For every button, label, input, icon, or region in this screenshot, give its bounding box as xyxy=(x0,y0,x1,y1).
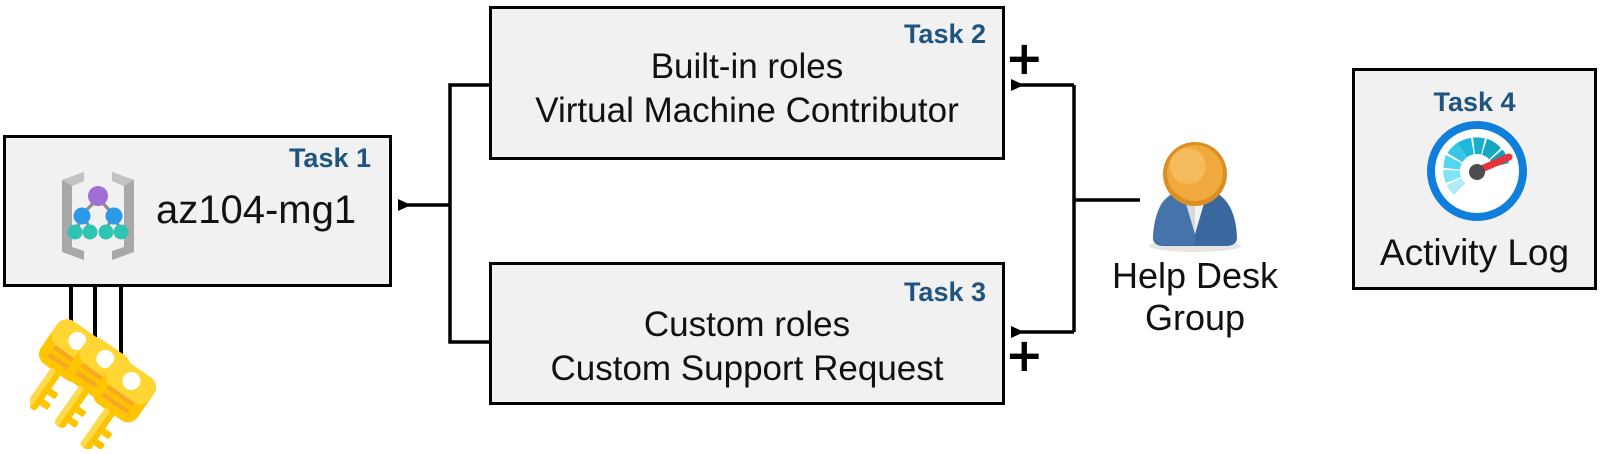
three-keys-icon xyxy=(26,300,170,450)
task2-text-line-2: Virtual Machine Contributor xyxy=(535,91,959,130)
task2-text-line-1: Built-in roles xyxy=(650,47,844,86)
task3-box[interactable]: Task 3 Custom roles Custom Support Reque… xyxy=(489,262,1005,405)
task1-box[interactable]: Task 1 xyxy=(3,135,392,287)
plus-sign-bottom: + xyxy=(1005,328,1044,382)
plus-sign-top: + xyxy=(1005,31,1044,85)
management-group-icon xyxy=(50,160,146,266)
task3-text-line-1: Custom roles xyxy=(643,305,851,344)
activity-log-gauge-icon xyxy=(1427,121,1527,221)
task2-box[interactable]: Task 2 Built-in roles Virtual Machine Co… xyxy=(489,6,1005,160)
connector-roles-to-mg xyxy=(398,83,489,344)
task2-label: Task 2 xyxy=(903,19,986,49)
help-desk-group-label-line-2: Group xyxy=(1144,297,1246,338)
task1-label: Task 1 xyxy=(288,143,371,173)
task3-label: Task 3 xyxy=(903,277,986,307)
task3-text-line-2: Custom Support Request xyxy=(550,349,944,388)
task4-label: Task 4 xyxy=(1433,87,1516,117)
task1-text-line-1: az104-mg1 xyxy=(156,188,357,232)
task4-box[interactable]: Task 4 Activity Log xyxy=(1352,68,1597,290)
help-desk-group-label-line-1: Help Desk xyxy=(1111,255,1279,296)
user-group-icon[interactable] xyxy=(1140,138,1250,253)
task4-text-line-1: Activity Log xyxy=(1379,232,1570,273)
